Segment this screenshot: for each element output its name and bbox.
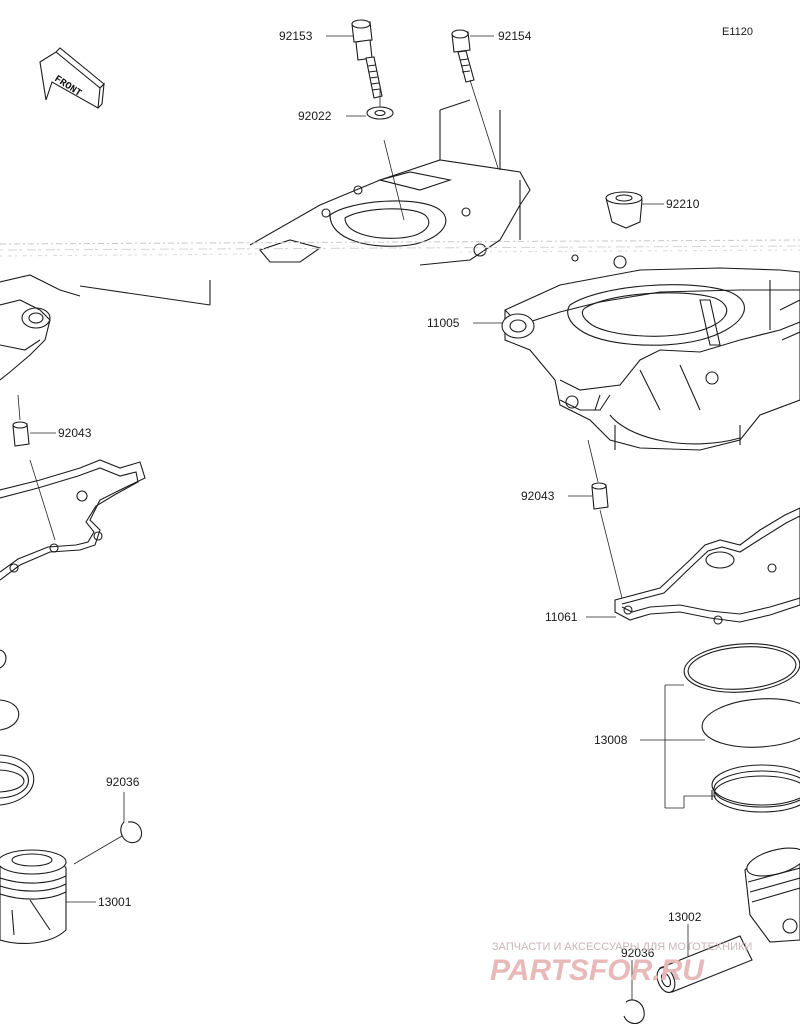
circlip-92036-right <box>623 999 645 1025</box>
leader-lines <box>30 35 716 1000</box>
stitch-band <box>0 239 800 257</box>
callout-13001: 13001 <box>98 895 132 909</box>
callout-92043-right: 92043 <box>521 489 555 503</box>
bolt-92154 <box>451 29 475 83</box>
callout-92043-left: 92043 <box>58 426 92 440</box>
collar-92210 <box>605 191 643 229</box>
piston-rings-left <box>0 649 35 806</box>
callout-92022: 92022 <box>298 109 332 123</box>
callout-13002: 13002 <box>668 910 702 924</box>
piston-rings-13008 <box>683 643 800 813</box>
callout-11005: 11005 <box>427 316 460 330</box>
cylinder-head-fragment <box>249 99 627 269</box>
watermark-subtitle: ЗАПЧАСТИ И АКСЕССУАРЫ ДЛЯ МОТОТЕХНИКИ <box>492 941 752 953</box>
circlip-92036-left <box>120 821 143 844</box>
watermark-brand: PARTSFOR.RU <box>490 954 705 987</box>
diagram-code: E1120 <box>722 26 753 38</box>
callout-13008: 13008 <box>594 733 628 747</box>
cylinder-block-11005 <box>501 267 800 451</box>
callout-92153: 92153 <box>279 29 313 43</box>
washer-92022 <box>366 106 394 120</box>
piston-pin-13002 <box>656 935 753 993</box>
callout-92154: 92154 <box>498 29 532 43</box>
piston-right <box>744 847 800 943</box>
piston-13001 <box>0 849 67 944</box>
dowel-92043-left <box>12 394 30 447</box>
callout-92036-left: 92036 <box>106 775 140 789</box>
bolt-92153 <box>351 19 383 99</box>
base-gasket-left <box>0 459 146 581</box>
left-cylinder-fragment <box>0 274 211 381</box>
dowel-92043-right <box>587 439 609 510</box>
callout-92036-right: 92036 <box>621 946 655 960</box>
callout-11061: 11061 <box>545 610 578 624</box>
front-arrow-icon: FRONT <box>39 47 105 109</box>
callout-92210: 92210 <box>666 197 700 211</box>
base-gasket-11061 <box>599 507 800 625</box>
